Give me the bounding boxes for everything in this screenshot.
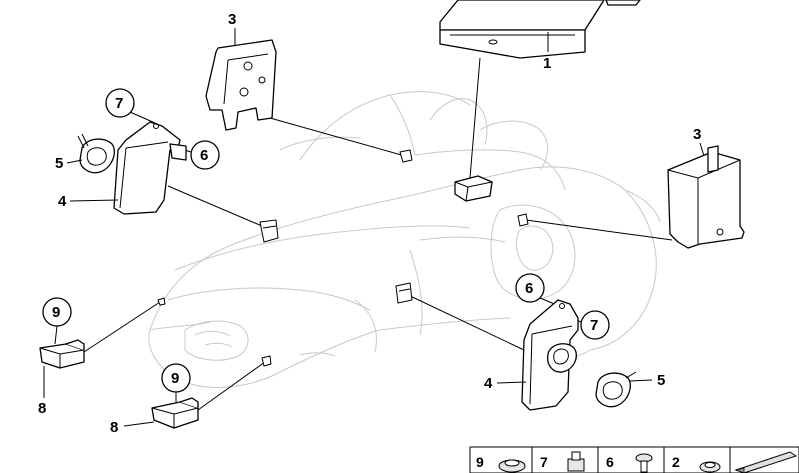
callout-circle-7-left <box>105 88 135 118</box>
callout-3-top: 3 <box>228 11 236 28</box>
callout-9-left: 9 <box>52 304 60 321</box>
small-parts-legend: 9 7 6 2 <box>469 446 799 473</box>
callout-4-right: 4 <box>484 375 493 392</box>
part-5-gasket-right <box>595 371 637 408</box>
callout-1: 1 <box>543 55 551 72</box>
part-4-module-right <box>521 299 579 411</box>
callout-9-right: 9 <box>171 370 179 387</box>
part-3-bracket-right <box>667 145 745 249</box>
part-8-sensor-left <box>39 339 85 369</box>
callout-circle-7-right <box>580 310 610 340</box>
part-5-gasket-left <box>77 133 115 174</box>
callout-7-right: 7 <box>590 317 598 334</box>
center-module <box>454 175 493 202</box>
part-4-module-left <box>113 121 187 215</box>
legend-num-6: 6 <box>606 454 614 470</box>
callout-7-left: 7 <box>115 95 123 112</box>
callout-3-right: 3 <box>693 126 701 143</box>
part-1-control-unit <box>439 0 641 59</box>
callout-circle-6-right <box>515 273 545 303</box>
car-outline <box>148 91 661 388</box>
legend-num-7: 7 <box>540 454 548 470</box>
plug-icon <box>567 451 585 472</box>
callout-circle-6-left <box>190 140 220 170</box>
callout-6-left: 6 <box>200 147 208 164</box>
callout-8-right: 8 <box>110 419 118 436</box>
callout-5-left: 5 <box>55 155 63 172</box>
nut-icon <box>699 461 721 473</box>
callout-5-right: 5 <box>657 372 665 389</box>
small-sensor-top <box>399 149 413 163</box>
part-3-bracket-left <box>205 39 277 131</box>
screw-icon <box>635 453 653 473</box>
wedge-icon <box>734 451 798 473</box>
grommet-icon <box>498 459 526 473</box>
small-sensor-center <box>395 282 413 304</box>
callout-4-left: 4 <box>58 193 67 210</box>
callout-6-right: 6 <box>525 280 533 297</box>
small-sensor-left <box>259 219 279 243</box>
small-sensor-right <box>517 213 529 227</box>
part-8-sensor-right <box>151 397 199 429</box>
small-sensor-bumper-left <box>157 297 166 306</box>
callout-8-left: 8 <box>38 400 46 417</box>
legend-num-9: 9 <box>476 454 484 470</box>
small-sensor-bumper-right <box>261 355 272 367</box>
legend-num-2: 2 <box>672 454 680 470</box>
